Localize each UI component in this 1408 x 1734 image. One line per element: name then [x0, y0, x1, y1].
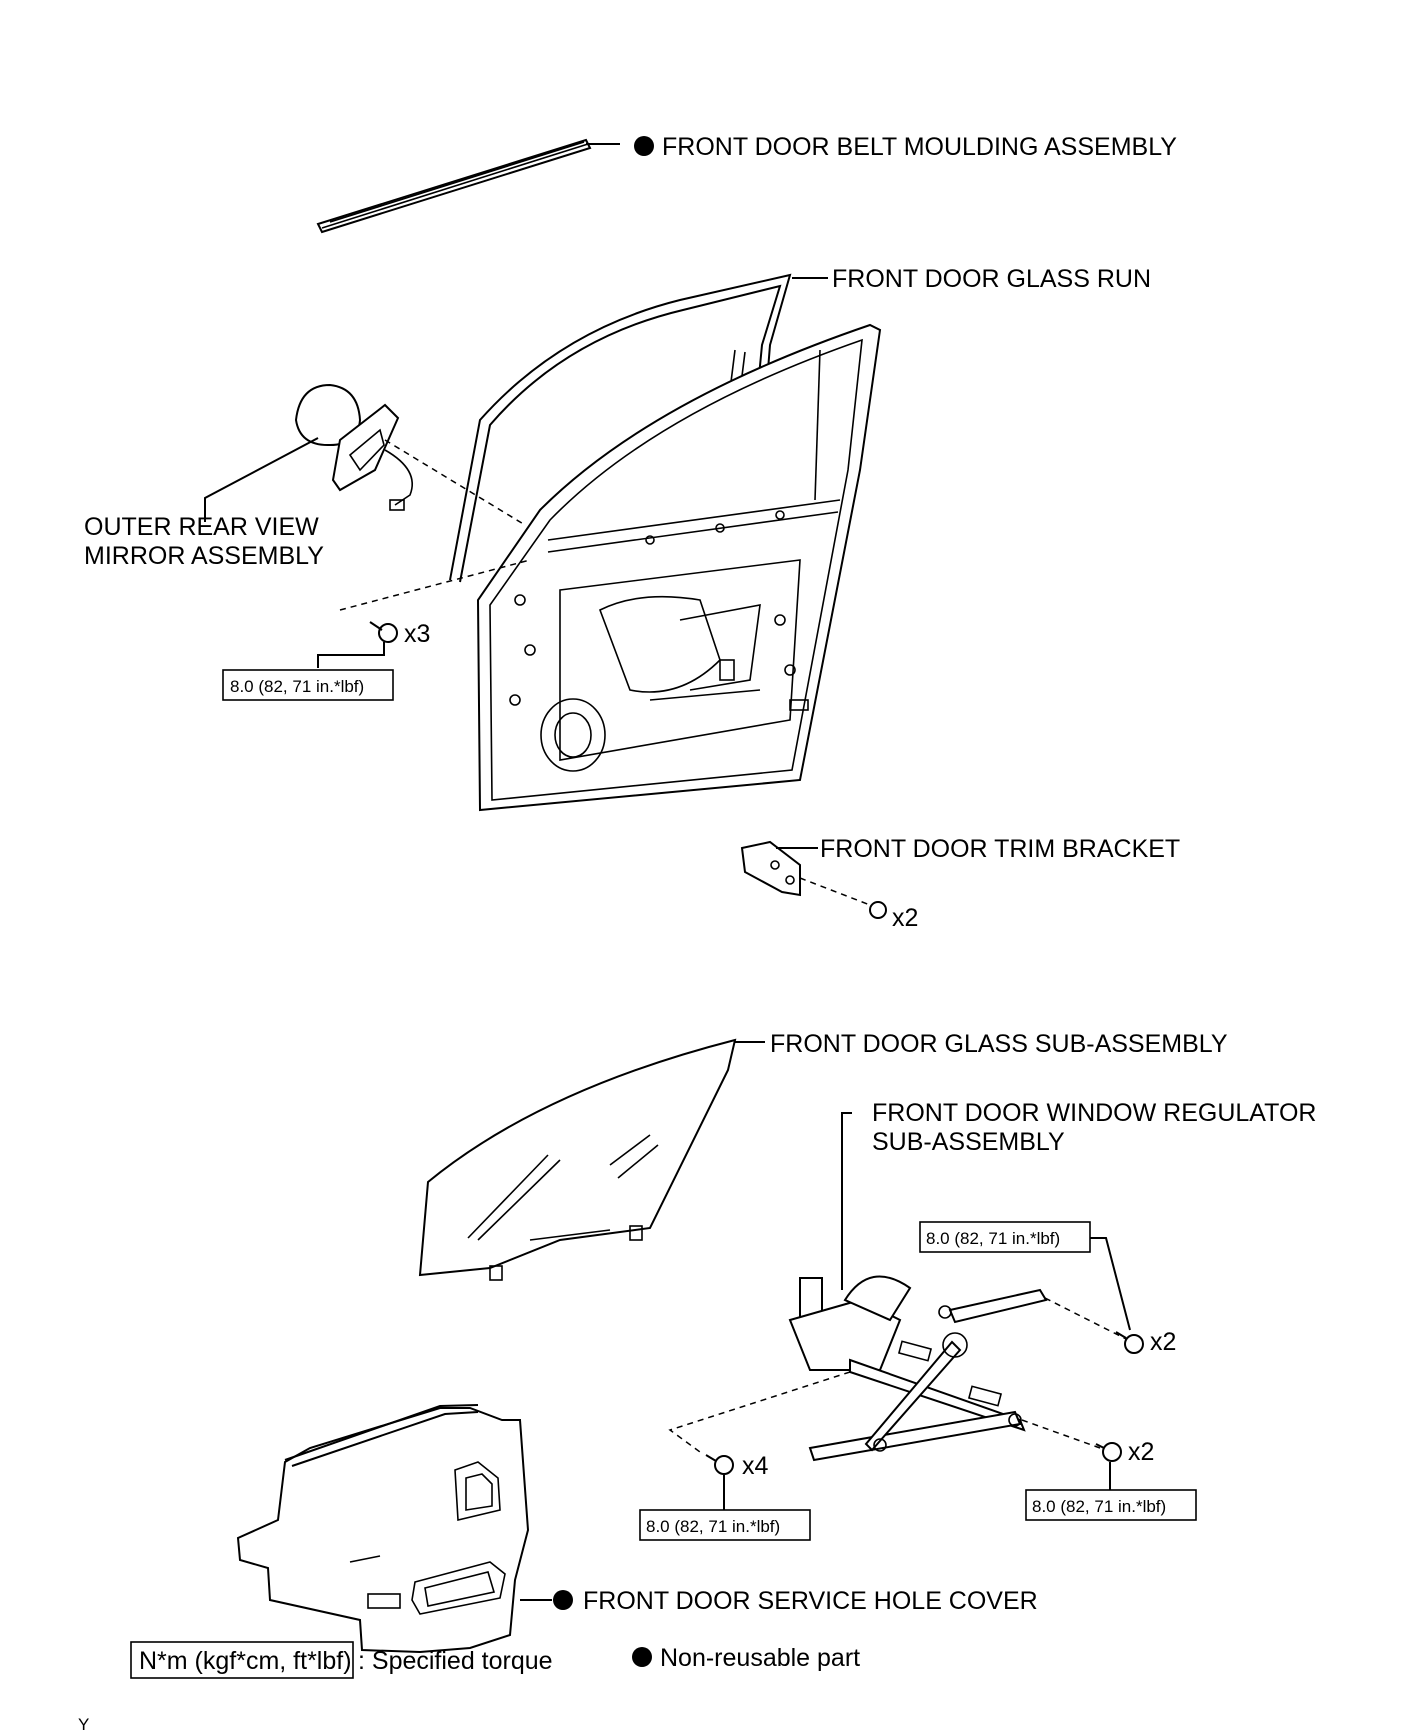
footer-code: Y	[78, 1715, 89, 1734]
regulator-right-bolt	[1095, 1442, 1122, 1490]
legend-nonreusable-dot	[632, 1647, 652, 1667]
legend-nonreusable-desc: Non-reusable part	[660, 1644, 860, 1672]
label-service-cover: FRONT DOOR SERVICE HOLE COVER	[583, 1587, 1038, 1615]
label-belt-moulding: FRONT DOOR BELT MOULDING ASSEMBLY	[662, 133, 1177, 161]
dash-regulator-right	[1021, 1419, 1101, 1449]
torque-box-regulator-top	[919, 1221, 1091, 1253]
label-regulator-line1: FRONT DOOR WINDOW REGULATOR	[872, 1099, 1316, 1127]
dash-regulator-left	[668, 1371, 851, 1453]
legend-torque-box	[130, 1641, 354, 1679]
label-mirror-line1: OUTER REAR VIEW	[84, 513, 319, 541]
label-regulator-line2: SUB-ASSEMBLY	[872, 1128, 1065, 1156]
nonreusable-dot-cover	[553, 1590, 573, 1610]
glass-run-drawing	[449, 273, 828, 601]
leader-regulator-top	[1090, 1237, 1131, 1331]
window-regulator-drawing	[788, 1112, 1048, 1462]
torque-box-regulator-left	[639, 1509, 811, 1541]
torque-box-regulator-right	[1025, 1489, 1197, 1521]
qty-regulator-left-bolts: x4	[742, 1452, 769, 1480]
torque-regulator-left: 8.0 (82, 71 in.*lbf)	[646, 1517, 780, 1536]
service-hole-cover-drawing	[236, 1404, 552, 1654]
belt-moulding-drawing	[316, 138, 620, 234]
nonreusable-dot-belt	[634, 136, 654, 156]
label-glass-sub: FRONT DOOR GLASS SUB-ASSEMBLY	[770, 1030, 1228, 1058]
qty-mirror-bolts: x3	[404, 620, 430, 648]
torque-box-mirror	[222, 669, 394, 701]
trim-bracket-drawing	[740, 840, 887, 919]
qty-regulator-right-bolts: x2	[1128, 1438, 1154, 1466]
mirror-drawing	[204, 383, 413, 522]
legend-torque-desc: : Specified torque	[358, 1647, 553, 1675]
torque-mirror: 8.0 (82, 71 in.*lbf)	[230, 677, 364, 696]
mirror-bolt-drawing	[317, 621, 398, 668]
door-panel-drawing	[476, 323, 882, 812]
qty-regulator-top-bolts: x2	[1150, 1328, 1176, 1356]
torque-regulator-top: 8.0 (82, 71 in.*lbf)	[926, 1229, 1060, 1248]
torque-regulator-right: 8.0 (82, 71 in.*lbf)	[1032, 1497, 1166, 1516]
dash-regulator-top	[1044, 1297, 1129, 1341]
label-trim-bracket: FRONT DOOR TRIM BRACKET	[820, 835, 1180, 863]
qty-bracket-screws: x2	[892, 904, 918, 932]
mirror-to-door-dash	[384, 439, 526, 526]
label-glass-run: FRONT DOOR GLASS RUN	[832, 265, 1151, 293]
regulator-left-bolt	[705, 1454, 734, 1510]
regulator-top-bolt	[1115, 1331, 1144, 1354]
label-mirror-line2: MIRROR ASSEMBLY	[84, 542, 324, 570]
legend-torque-unit: N*m (kgf*cm, ft*lbf)	[139, 1647, 352, 1675]
door-glass-drawing	[418, 1038, 765, 1281]
